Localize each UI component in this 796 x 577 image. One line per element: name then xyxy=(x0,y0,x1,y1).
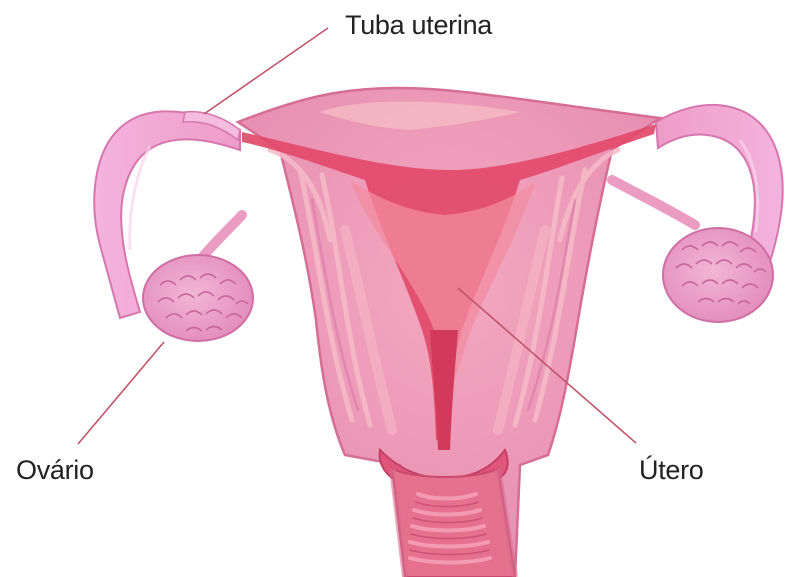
label-tuba-uterina: Tuba uterina xyxy=(345,12,492,39)
right-ovarian-ligament xyxy=(612,180,695,225)
vagina xyxy=(392,468,515,577)
left-ovarian-ligament xyxy=(200,215,242,260)
label-utero: Útero xyxy=(639,457,704,484)
label-ovario: Ovário xyxy=(16,457,94,484)
left-ovary xyxy=(143,255,253,341)
ovario-leader-line xyxy=(78,342,164,444)
right-ovary xyxy=(663,228,773,322)
